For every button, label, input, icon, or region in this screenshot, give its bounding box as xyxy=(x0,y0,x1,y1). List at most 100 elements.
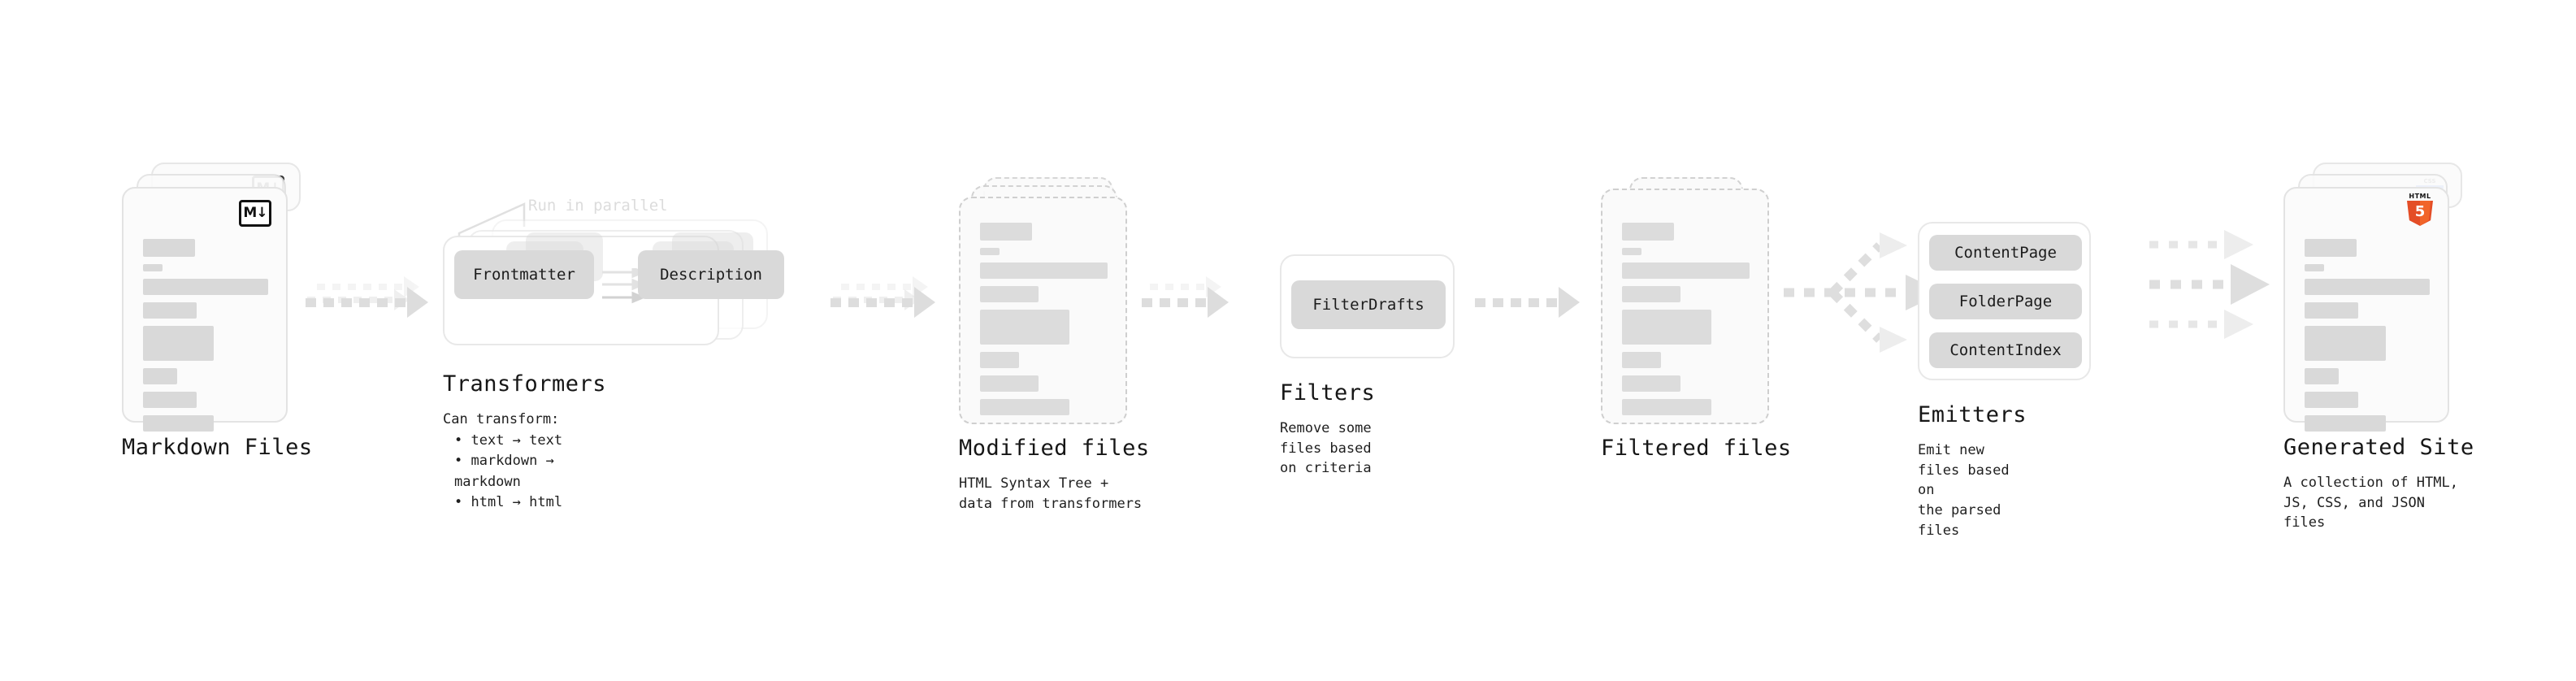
skeleton-line xyxy=(980,375,1039,392)
arrow-dash xyxy=(903,284,911,290)
arrow-dash xyxy=(323,297,334,307)
stage-markdown-files: M↓ M↓ M↓ xyxy=(122,163,312,460)
skeleton-line xyxy=(980,399,1069,415)
stage-title: Generated Site xyxy=(2283,435,2474,460)
stage-modified-files: Modified files HTML Syntax Tree + data f… xyxy=(959,177,1149,512)
document-front: M↓ xyxy=(122,187,288,432)
transformer-node-description[interactable]: Description xyxy=(638,250,784,299)
transform-item: • text → text xyxy=(454,432,563,449)
skeleton-line xyxy=(1622,248,1641,255)
stage-title: Filters xyxy=(1280,380,1376,406)
filter-node-filterdrafts[interactable]: FilterDrafts xyxy=(1291,280,1446,329)
html5-badge-glyph: HTML 5 xyxy=(2405,193,2435,226)
markdown-files-stack: M↓ M↓ M↓ xyxy=(122,163,301,432)
arrow-dashes xyxy=(317,284,402,290)
skeleton-line xyxy=(1622,223,1674,241)
arrow-dash xyxy=(1165,284,1173,290)
caption-filters: Filters Remove some files based on crite… xyxy=(1280,380,1375,479)
filtered-files-stack xyxy=(1601,177,1780,424)
arrow-head xyxy=(1208,287,1229,318)
arrow-dash xyxy=(317,284,325,290)
caption-generated-site: Generated Site A collection of HTML, JS,… xyxy=(2283,435,2474,533)
arrow-dashes xyxy=(1150,284,1204,290)
stage-description: A collection of HTML, JS, CSS, and JSON … xyxy=(2283,475,2458,531)
flow-arrow-modified-to-filters xyxy=(1142,287,1229,318)
filter-node-label: FilterDrafts xyxy=(1312,296,1425,314)
emitter-node-label: ContentIndex xyxy=(1949,341,2062,359)
arrow-dash xyxy=(353,297,362,303)
arrow-dash xyxy=(394,284,402,290)
html5-badge: HTML 5 xyxy=(2404,193,2436,226)
transform-item: • markdown → markdown xyxy=(454,453,554,490)
transformers-description: Can transform: • text → text • markdown … xyxy=(443,410,606,514)
flow-arrow-markdown-to-transformers xyxy=(306,287,428,318)
emitter-node-folderpage[interactable]: FolderPage xyxy=(1929,284,2082,319)
caption-filtered-files: Filtered files xyxy=(1601,436,1792,461)
arrow-dash xyxy=(1196,284,1204,290)
document-content-skeleton xyxy=(143,239,268,432)
skeleton-line xyxy=(143,368,177,384)
filters-group-card: FilterDrafts xyxy=(1280,254,1455,358)
skeleton-line xyxy=(2305,326,2386,361)
modified-files-stack xyxy=(959,177,1138,424)
arrow-dash xyxy=(377,297,388,307)
html5-badge-label: HTML xyxy=(2409,193,2431,200)
arrow-dash xyxy=(848,297,859,307)
skeleton-line xyxy=(1622,286,1680,302)
caption-emitters: Emitters Emit new files based on the par… xyxy=(1918,402,2027,540)
skeleton-line xyxy=(2305,392,2358,408)
transformer-node-label: Frontmatter xyxy=(473,266,575,284)
emitter-node-contentindex[interactable]: ContentIndex xyxy=(1929,332,2082,368)
skeleton-line xyxy=(143,415,214,432)
caption-modified-files: Modified files HTML Syntax Tree + data f… xyxy=(959,436,1150,514)
arrow-dash xyxy=(841,284,849,290)
skeleton-line xyxy=(2305,239,2357,257)
arrow-dash xyxy=(872,284,880,290)
arrow-dash xyxy=(1529,297,1539,307)
arrow-dashes xyxy=(306,297,405,307)
skeleton-line xyxy=(1622,310,1711,345)
arrow-dashes xyxy=(1142,297,1206,307)
arrow-dash xyxy=(341,297,352,307)
emitter-node-contentpage[interactable]: ContentPage xyxy=(1929,235,2082,271)
arrow-dash xyxy=(332,284,340,290)
skeleton-line xyxy=(2305,415,2386,432)
arrow-dash xyxy=(830,297,841,307)
arrow-dash xyxy=(1177,297,1188,307)
arrow-dash xyxy=(1511,297,1521,307)
skeleton-line xyxy=(1622,352,1661,368)
document-front: HTML 5 xyxy=(2283,187,2449,432)
skeleton-line xyxy=(143,279,268,295)
arrow-dashes xyxy=(841,284,911,290)
arrow-dash xyxy=(902,297,913,307)
arrow-dash xyxy=(856,284,865,290)
stage-filtered-files: Filtered files xyxy=(1601,177,1791,461)
skeleton-line xyxy=(2305,302,2358,319)
skeleton-line xyxy=(143,264,163,271)
caption-markdown-files: Markdown Files xyxy=(122,435,313,460)
arrow-dash xyxy=(895,297,903,303)
stage-description: Emit new files based on the parsed files xyxy=(1918,442,2010,539)
arrow-dash xyxy=(879,297,887,303)
arrow-dash xyxy=(306,297,316,307)
arrow-dashes xyxy=(830,297,913,307)
skeleton-line xyxy=(143,239,195,257)
transformer-node-frontmatter[interactable]: Frontmatter xyxy=(454,250,594,299)
generated-site-stack: CSS HTML 5 xyxy=(2283,163,2470,432)
arrow-dash xyxy=(379,284,387,290)
stage-description: Remove some files based on criteria xyxy=(1280,420,1372,477)
arrow-dash xyxy=(884,297,895,307)
skeleton-line xyxy=(980,286,1039,302)
document-front xyxy=(1601,189,1769,424)
emitters-group-card: ContentPage FolderPage ContentIndex xyxy=(1918,222,2091,380)
transform-intro: Can transform: xyxy=(443,411,560,427)
markdown-badge: M↓ xyxy=(239,199,271,227)
skeleton-line xyxy=(2305,279,2430,295)
stage-title: Filtered files xyxy=(1601,436,1792,461)
stage-title: Emitters xyxy=(1918,402,2027,427)
stage-title: Transformers xyxy=(443,371,607,397)
markdown-badge-glyph: M↓ xyxy=(239,199,271,227)
skeleton-line xyxy=(1622,375,1680,392)
arrow-dash xyxy=(384,297,392,303)
arrow-dash xyxy=(1475,297,1485,307)
